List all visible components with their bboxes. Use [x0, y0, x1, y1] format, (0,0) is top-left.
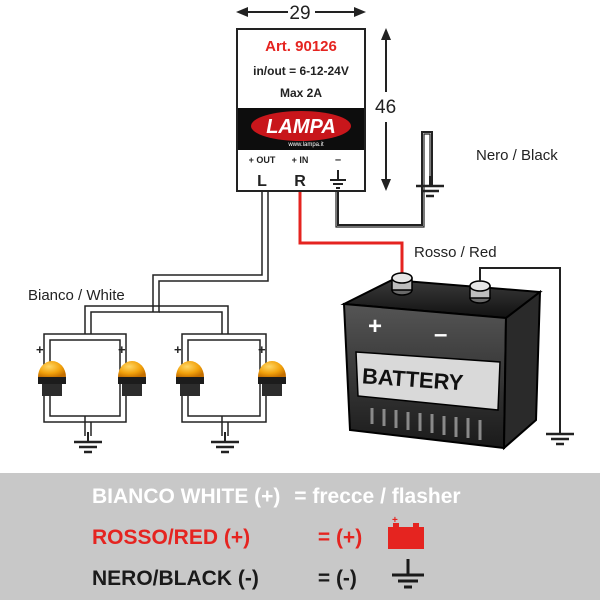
lamp-left-ground-icon [72, 430, 104, 454]
battery-ground-icon [544, 422, 576, 446]
battery-minus: – [434, 321, 447, 348]
article-number: Art. 90126 [265, 38, 337, 55]
lampa-logo-text: LAMPA [266, 116, 336, 138]
white-wire-label: Bianco / White [28, 287, 125, 304]
legend-row-white: BIANCO WHITE (+) = frecce / flasher [92, 485, 461, 509]
lamp-3 [176, 361, 204, 396]
pin-r-letter: R [294, 173, 306, 190]
pin-l-letter: L [257, 173, 267, 190]
flasher-module: Art. 90126 in/out = 6-12-24V Max 2A LAMP… [236, 28, 366, 192]
red-wire-label: Rosso / Red [414, 244, 497, 261]
voltage-spec: in/out = 6-12-24V [253, 64, 349, 78]
legend-row-black: NERO/BLACK (-) = (-) [92, 567, 357, 591]
height-dimension: 46 [375, 28, 396, 191]
battery-plus: + [368, 313, 382, 340]
lamp-1-plus: + [36, 342, 44, 357]
legend-black-meaning: = (-) [317, 567, 357, 590]
legend-white-meaning: = frecce / flasher [294, 485, 461, 508]
legend-red-meaning: = (+) [317, 526, 363, 549]
lamp-4 [258, 361, 286, 396]
lamp-3-plus: + [174, 342, 182, 357]
max-current: Max 2A [280, 86, 322, 100]
black-wire [335, 131, 433, 228]
height-dimension-label: 46 [375, 97, 396, 118]
battery-icon: + [388, 515, 424, 549]
lamp-2-plus: + [118, 342, 126, 357]
battery-ground-wire [479, 267, 561, 432]
black-wire-label: Nero / Black [476, 147, 558, 164]
legend-red-label: ROSSO/RED (+) [92, 526, 251, 549]
legend-panel: BIANCO WHITE (+) = frecce / flasher ROSS… [0, 473, 600, 600]
lamp-4-plus: + [258, 342, 266, 357]
pin-in-label: + IN [292, 155, 309, 165]
svg-text:+: + [392, 515, 398, 526]
red-wire [298, 192, 404, 278]
legend-black-label: NERO/BLACK (-) [92, 567, 259, 590]
lamp-right-ground-icon [209, 430, 241, 454]
pin-neg-label: – [335, 154, 341, 166]
lampa-logo [251, 111, 351, 141]
legend-white-label: BIANCO WHITE (+) [92, 485, 281, 508]
module-ground-icon [414, 174, 446, 198]
white-wire [84, 192, 269, 334]
width-dimension: 29 [236, 3, 366, 24]
pin-ground-symbol [330, 170, 346, 189]
pin-out-label: + OUT [249, 155, 276, 165]
website: www.lampa.it [287, 142, 324, 148]
lamp-2 [118, 361, 146, 396]
width-dimension-label: 29 [289, 3, 310, 24]
ground-icon [392, 559, 424, 589]
legend-row-red: ROSSO/RED (+) = (+) [92, 526, 362, 550]
battery [340, 272, 543, 451]
lamp-1 [38, 361, 66, 396]
